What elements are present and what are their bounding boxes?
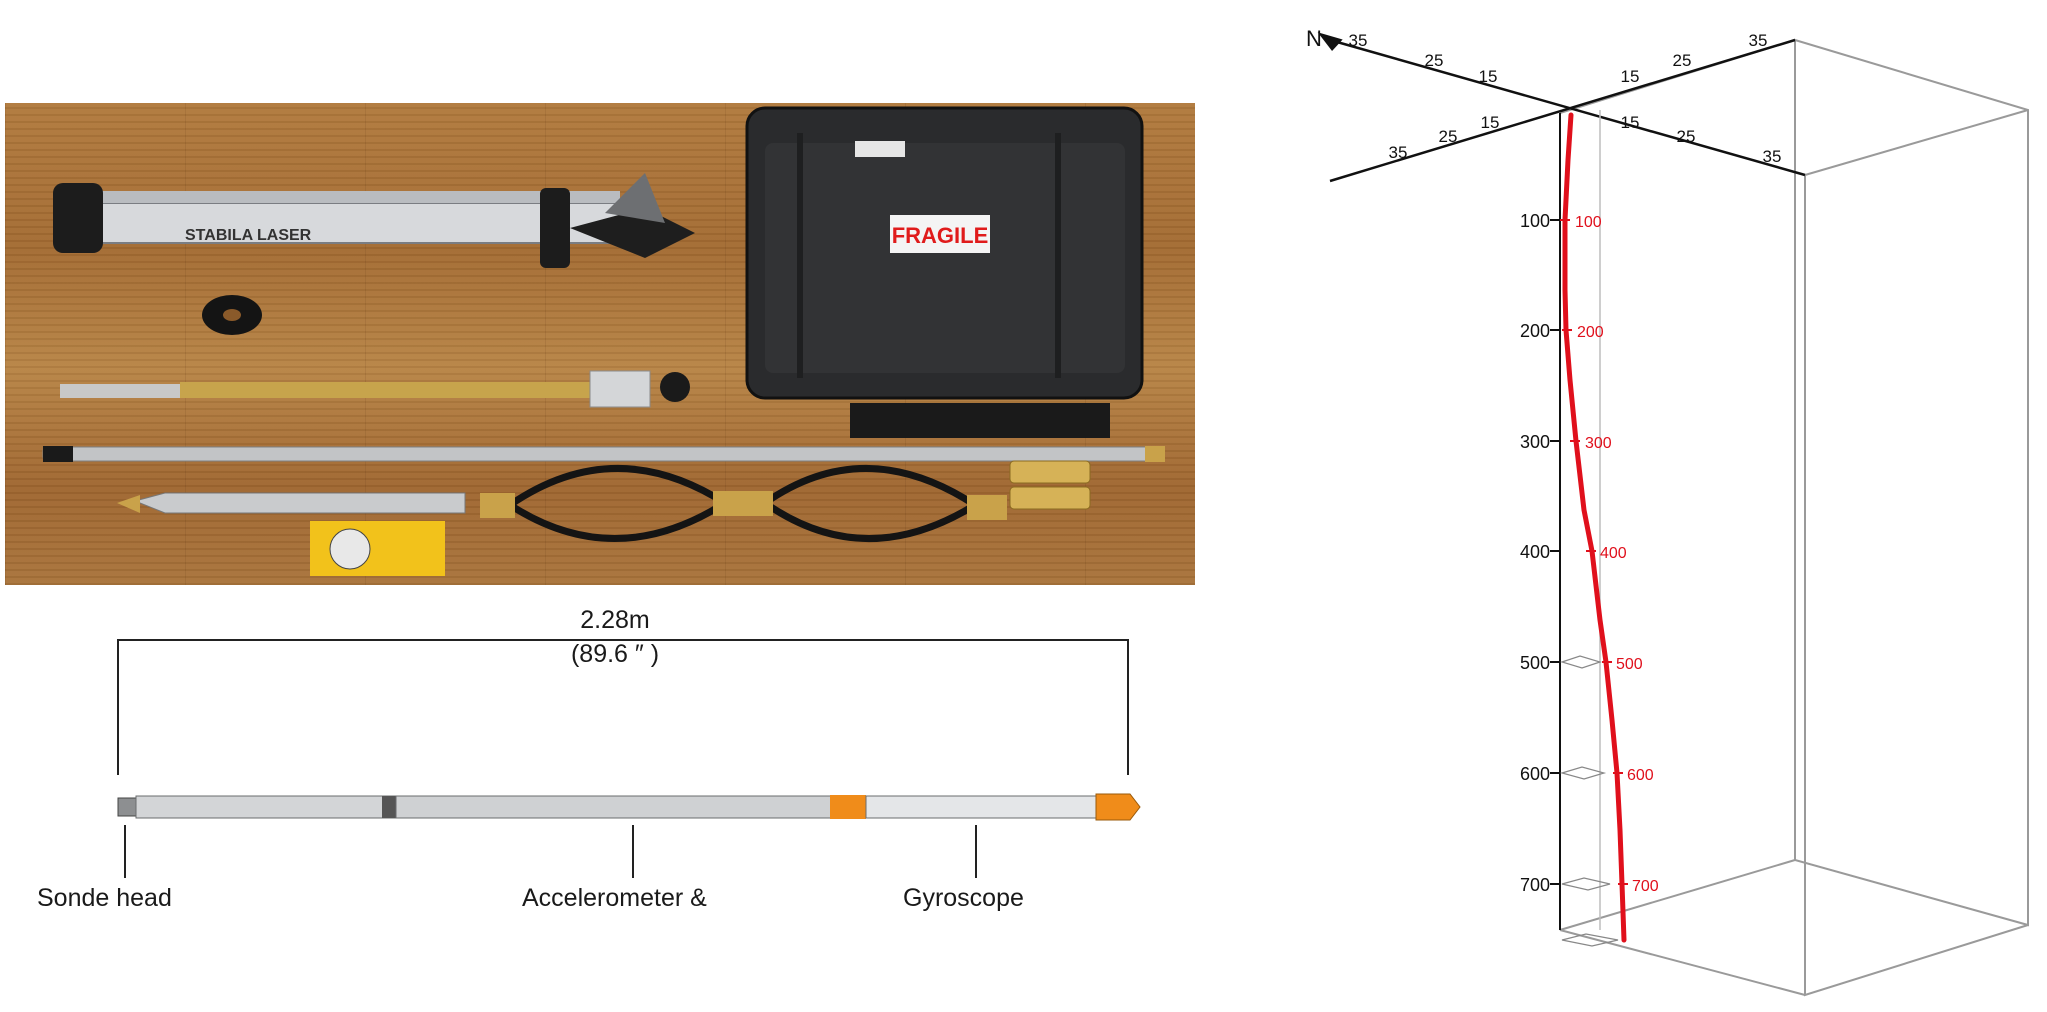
tick-ne-35: 35 (1749, 31, 1768, 50)
trace-label-300: 300 (1585, 435, 1612, 452)
depth-tick-700: 700 (1520, 875, 1550, 895)
trace-label-500: 500 (1616, 656, 1643, 673)
tick-sw-15: 15 (1481, 113, 1500, 132)
length-inches-label: (89.6 ″ ) (570, 640, 660, 668)
equipment-drawing: STABILA LASER (42, 106, 1165, 576)
tick-nw-35: 35 (1349, 31, 1368, 50)
length-bracket (117, 639, 1129, 775)
tick-se-15: 15 (1621, 113, 1640, 132)
tick-se-35: 35 (1763, 147, 1782, 166)
brass-fitting-center (713, 491, 773, 516)
trace-label-600: 600 (1627, 767, 1654, 784)
tick-sw-35: 35 (1389, 143, 1408, 162)
plot-box (1559, 38, 2029, 997)
brass-rod (60, 370, 690, 408)
trace-label-100: 100 (1575, 214, 1602, 231)
borehole-trace (1562, 112, 1627, 943)
depth-tick-200: 200 (1520, 321, 1550, 341)
trace-label-400: 400 (1600, 545, 1627, 562)
trace-label-700: 700 (1632, 878, 1659, 895)
hard-case: FRAGILE (745, 106, 1144, 438)
sonde-tool (117, 793, 1141, 821)
tripod-laser-stand: STABILA LASER (53, 173, 695, 268)
tripod-brand-text: STABILA LASER (185, 227, 312, 244)
tick-nw-25: 25 (1425, 51, 1444, 70)
compass-package (310, 521, 445, 576)
tick-se-25: 25 (1677, 127, 1696, 146)
depth-tick-300: 300 (1520, 432, 1550, 452)
tick-ne-15: 15 (1621, 67, 1640, 86)
depth-tick-500: 500 (1520, 653, 1550, 673)
length-meters-label: 2.28m (580, 606, 650, 634)
tick-sw-25: 25 (1439, 127, 1458, 146)
borehole-3d-plot: N 35 25 15 15 25 35 35 25 15 15 25 35 10… (1306, 26, 2029, 997)
north-arrow (1317, 32, 1343, 51)
tick-nw-15: 15 (1479, 67, 1498, 86)
brass-fitting-left (480, 493, 515, 518)
depth-tick-600: 600 (1520, 764, 1550, 784)
accelerometer-label: Accelerometer & (522, 884, 707, 912)
sonde-head-label: Sonde head (37, 884, 172, 912)
steel-rod (42, 446, 1165, 462)
brass-connectors (1009, 460, 1091, 510)
gyroscope-label: Gyroscope (903, 884, 1024, 912)
trace-label-200: 200 (1577, 324, 1604, 341)
depth-tick-100: 100 (1520, 211, 1550, 231)
sonde-body (117, 492, 466, 514)
north-label: N (1306, 26, 1322, 51)
projection-markers (1559, 655, 1619, 947)
tick-ne-25: 25 (1673, 51, 1692, 70)
east-axis (1329, 38, 1796, 183)
depth-tick-400: 400 (1520, 542, 1550, 562)
brass-fitting-right (967, 495, 1007, 520)
equipment-photo: STABILA LASER (5, 103, 1195, 585)
fragile-label: FRAGILE (892, 223, 989, 248)
centralizer (508, 465, 977, 542)
sonde-diagram (117, 639, 1141, 878)
north-axis (1329, 38, 1806, 177)
